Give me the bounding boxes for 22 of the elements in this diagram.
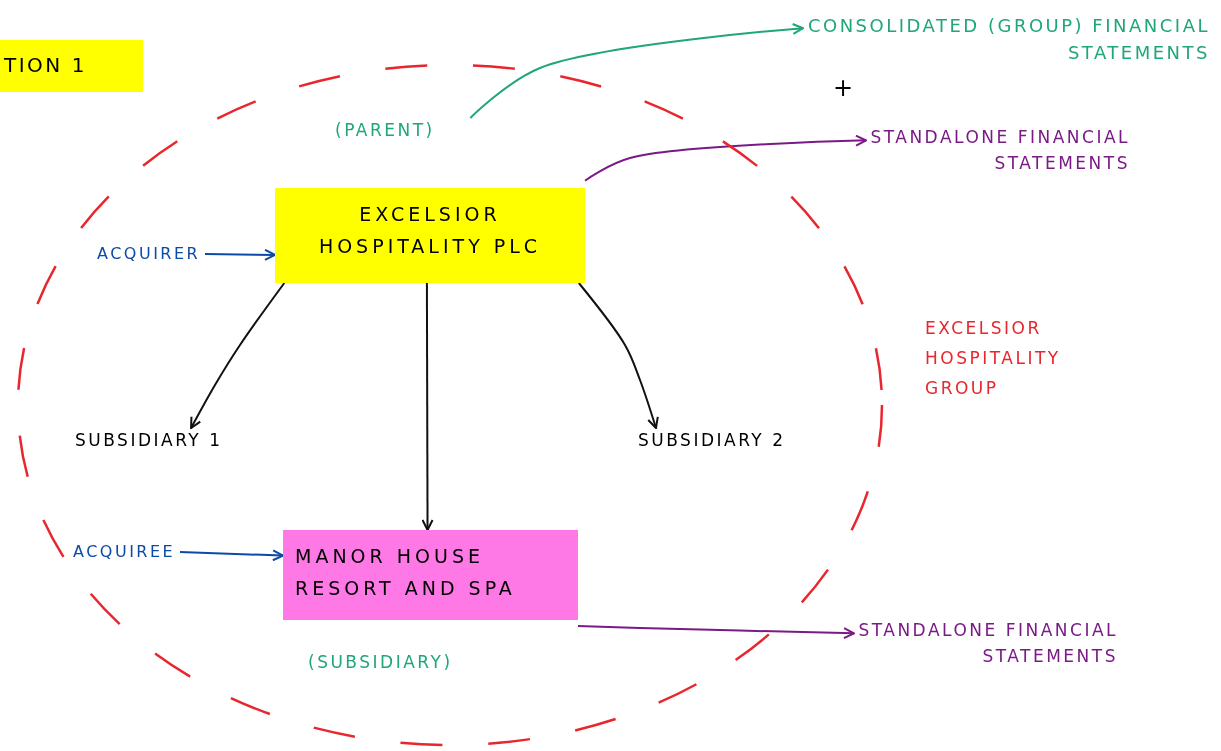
arrow	[577, 625, 855, 640]
section-heading: TION 1	[0, 40, 143, 92]
entity-label: SUBSIDIARY 2	[638, 428, 863, 458]
role-label: ACQUIRER	[97, 242, 205, 266]
role-note: (PARENT)	[335, 119, 435, 142]
arrow	[577, 282, 659, 429]
arrow	[421, 282, 434, 531]
entity-label: SUBSIDIARY 1	[75, 428, 290, 458]
role-label: ACQUIREE	[73, 540, 180, 564]
role-note: (SUBSIDIARY)	[308, 651, 453, 674]
company-box: EXCELSIOR HOSPITALITY PLC	[275, 188, 585, 283]
plus-sign: +	[833, 73, 856, 104]
arrow	[204, 248, 276, 261]
arrow	[190, 282, 286, 429]
statement-label: STANDALONE FINANCIAL STATEMENTS	[866, 125, 1130, 176]
group-heading: EXCELSIOR HOSPITALITY GROUP	[925, 317, 1062, 400]
arrow	[584, 134, 867, 182]
statement-label: CONSOLIDATED (GROUP) FINANCIAL STATEMENTS	[803, 12, 1210, 66]
arrow	[469, 23, 804, 119]
company-box: MANOR HOUSE RESORT AND SPA	[283, 530, 578, 620]
statement-label: STANDALONE FINANCIAL STATEMENTS	[854, 618, 1118, 669]
arrow	[179, 549, 284, 562]
